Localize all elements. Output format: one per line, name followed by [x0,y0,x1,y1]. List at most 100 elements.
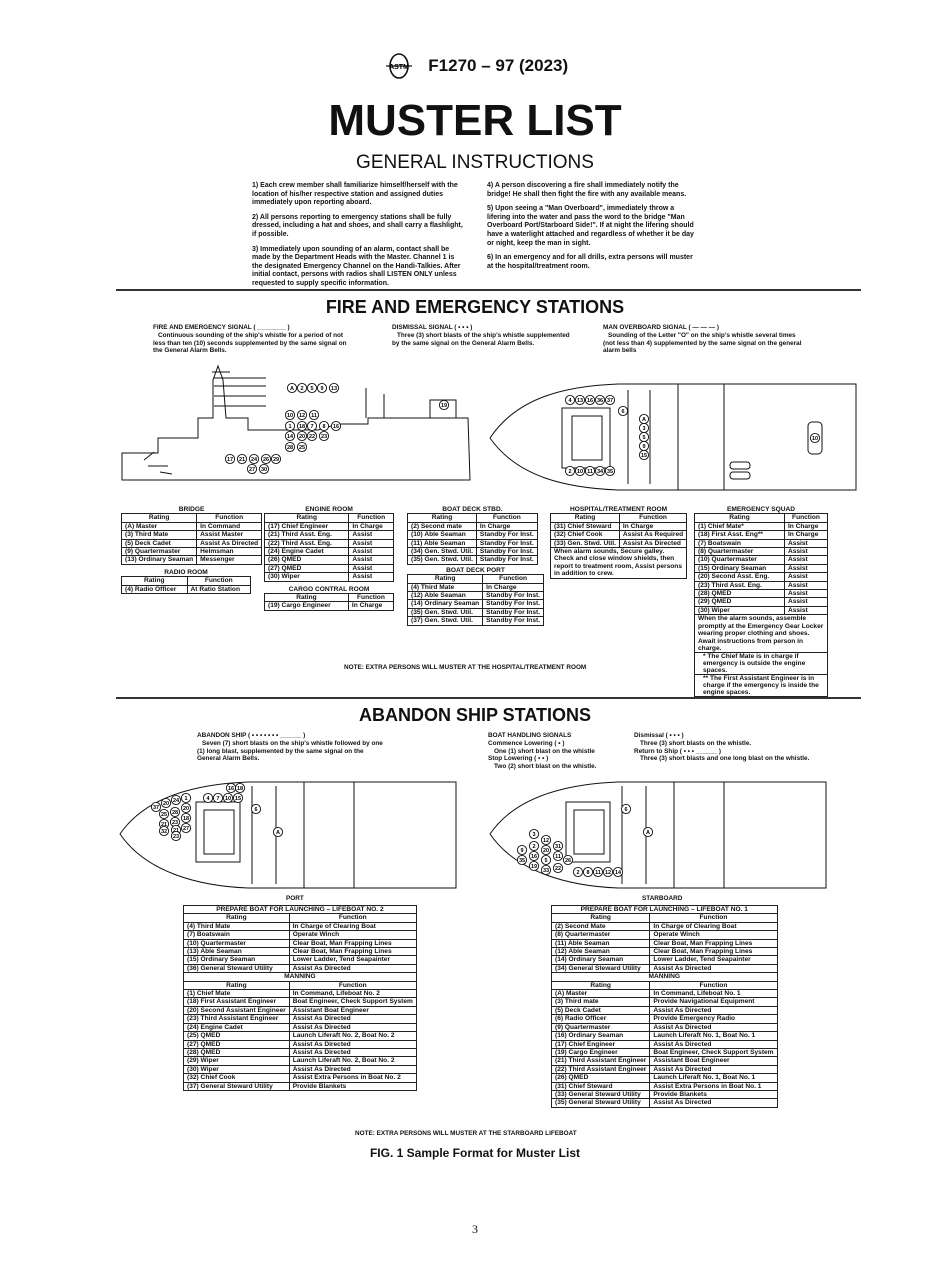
column-header: Rating [264,593,349,603]
function-cell: Launch Liferaft No. 2, Boat No. 2 [288,1056,417,1066]
function-cell: Assistant Boat Engineer [288,1005,417,1016]
function-cell: Assist As Directed [649,1005,778,1016]
function-cell: Assist [348,572,394,582]
station-marker [212,792,224,804]
station-marker-label: 12 [299,413,305,419]
function-cell: Standby For Inst. [482,616,545,626]
abandon-signal-title: ABANDON SHIP ( • • • • • • • ______ ) [197,732,306,739]
column-header: Rating [406,574,484,584]
table-title: BRIDGE [121,506,262,515]
station-marker [286,382,298,394]
instructions-left: 1) Each crew member shall familiarize hi… [252,182,464,295]
rating-cell: (35) Gen. Stwd. Util. [406,607,484,618]
column-header: Function [649,980,778,991]
man-overboard-signal: MAN OVERBOARD SIGNAL ( — — — ) Sounding … [603,324,808,355]
rating-cell: (2) Second Mate [550,921,651,932]
station-marker-label: 35 [519,858,525,864]
function-cell: Assist Master [196,530,263,540]
station-marker-label: 28 [287,445,293,451]
station-marker-label: 21 [161,822,167,828]
function-cell: Operate Winch [288,930,417,940]
boat-handling-signals: BOAT HANDLING SIGNALS Commence Lowering … [488,732,623,771]
column-header: Rating [550,980,651,991]
station-marker-label: 34 [597,469,604,475]
table-row: (37) Gen. Stwd. Util.Standby For Inst. [406,616,545,626]
abandon-diagram-station-markers: 16184710153720241252820212318212732236A3… [150,782,654,878]
station-marker [296,441,308,453]
station-marker [516,844,528,856]
station-marker-label: 9 [520,848,523,854]
commence-lowering-text: One (1) short blast on the whistle [494,747,595,755]
station-marker-label: 6 [621,409,624,415]
station-marker-label: 1 [184,796,187,802]
column-header: Rating [550,913,651,923]
ship-propeller [143,451,173,475]
rating-cell: (18) First Assistant Engineer [183,997,290,1007]
station-marker [296,409,308,421]
return-to-ship-text: Three (3) short blasts and one long blas… [640,755,810,763]
station-marker [604,394,616,406]
table-row: (18) First Asst. Eng**In Charge [694,530,829,540]
divider [116,289,861,291]
station-marker-label: 4 [568,398,572,404]
station-marker-label: 2 [300,386,303,392]
column-header: Rating [694,513,785,523]
function-cell: Assist [783,597,829,607]
station-marker [528,860,540,872]
station-marker [612,866,624,878]
station-marker-label: 27 [249,467,255,473]
station-marker-label: A [276,830,280,836]
dismissal-text: Three (3) short blasts on the whistle. [640,739,752,747]
starboard-label: STARBOARD [642,895,683,902]
page-title: MUSTER LIST [328,96,622,145]
instruction-2: 2) All persons reporting to emergency st… [252,213,463,238]
station-marker [528,840,540,852]
function-cell: Provide Navigational Equipment [649,997,778,1007]
rating-cell: (15) Ordinary Seaman [183,955,290,965]
table-title: EMERGENCY SQUAD [694,506,828,515]
column-header: Function [186,576,252,586]
station-marker [602,866,614,878]
rating-cell: (12) Able Seaman [550,947,651,957]
rating-cell: (21) Third Asst. Eng. [263,530,350,540]
station-marker-label: 10 [812,436,818,442]
abandon-signal-text: Seven (7) short blasts on the ship's whi… [197,739,383,763]
station-marker-label: 22 [555,866,561,872]
function-cell: Assist [783,555,829,565]
station-marker [594,465,606,477]
instruction-1: 1) Each crew member shall familiarize hi… [252,182,458,207]
station-marker-label: 24 [251,457,258,463]
boat-handling-title: BOAT HANDLING SIGNALS [488,732,572,739]
station-marker-label: 4 [206,796,210,802]
divider [116,697,861,699]
rating-cell: (33) Gen. Stwd. Util. [550,538,620,549]
station-marker [528,850,540,862]
rating-cell: (4) Radio Officer [121,584,188,595]
rating-cell: (13) Able Seaman [183,947,290,957]
column-header: Rating [263,513,350,523]
station-marker [572,866,584,878]
station-marker-label: 18 [183,816,189,822]
rating-cell: (23) Third Assistant Engineer [183,1014,290,1024]
table-note: When the alarm sounds, assemble promptly… [694,614,828,654]
ship-profile-hull [121,364,471,481]
function-cell: Standby For Inst. [482,591,545,601]
function-cell: Assist As Directed [649,1098,778,1108]
station-marker [180,822,192,834]
port-plan-outline [119,781,457,889]
dismissal-signal-text: Three (3) short blasts of the ship's whi… [392,331,570,347]
stop-lowering-text: Two (2) short blast on the whistle. [494,763,597,771]
table-footnote: * The Chief Mate is in charge if emergen… [694,652,828,676]
